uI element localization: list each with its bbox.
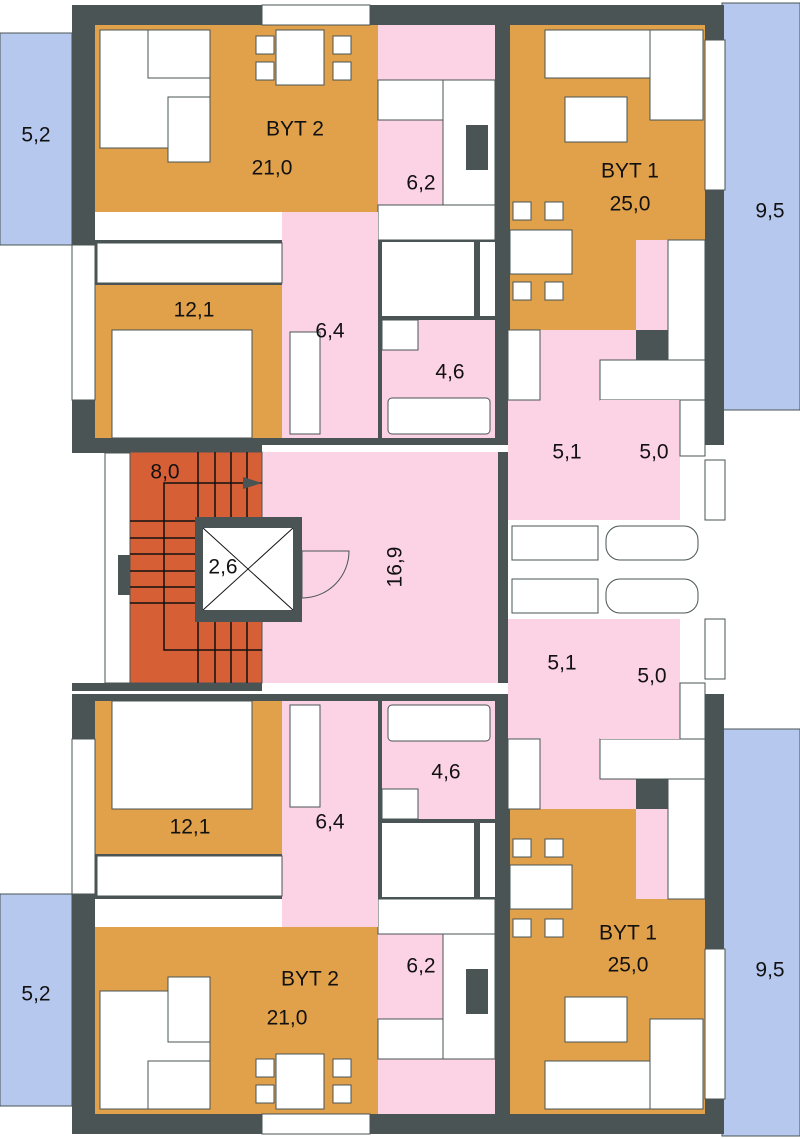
stair-arrow-icon — [243, 477, 262, 489]
unit-name-top-byt2: BYT 2 — [266, 117, 324, 141]
room-area-stair: 8,0 — [150, 460, 180, 484]
unit-name-bottom-byt1: BYT 1 — [599, 921, 657, 945]
balcony-area-top-right: 9,5 — [755, 199, 785, 223]
balcony-area-top-left: 5,2 — [21, 123, 51, 147]
room-area-bottom-byt2-living: 21,0 — [266, 1006, 308, 1030]
room-area-top-byt2-kitchen: 6,2 — [406, 171, 436, 195]
room-area-top-byt1-hall: 5,1 — [552, 440, 582, 464]
room-area-top-byt2-hall: 6,4 — [315, 319, 345, 343]
room-area-bottom-byt2-kitchen: 6,2 — [406, 954, 436, 978]
room-area-top-byt2-bath: 4,6 — [435, 360, 465, 384]
room-area-bottom-byt2-bath: 4,6 — [431, 760, 461, 784]
room-area-lift: 2,6 — [208, 555, 238, 579]
balcony-area-bottom-left: 5,2 — [21, 982, 51, 1006]
room-area-bottom-byt2-bedroom: 12,1 — [169, 815, 211, 839]
room-area-bottom-byt1-living: 25,0 — [607, 953, 649, 977]
balcony-area-bottom-right: 9,5 — [755, 958, 785, 982]
room-area-bottom-byt1-hall: 5,1 — [547, 651, 577, 675]
unit-name-bottom-byt2: BYT 2 — [281, 967, 339, 991]
room-area-top-byt1-living: 25,0 — [609, 192, 651, 216]
room-area-top-byt2-living: 21,0 — [251, 156, 293, 180]
room-area-top-byt2-bedroom: 12,1 — [173, 298, 215, 322]
unit-name-top-byt1: BYT 1 — [601, 159, 659, 183]
room-area-top-byt1-bath: 5,0 — [639, 440, 669, 464]
room-area-bottom-byt1-bath: 5,0 — [637, 664, 667, 688]
room-area-corridor: 16,9 — [383, 546, 407, 588]
room-area-bottom-byt2-hall: 6,4 — [315, 810, 345, 834]
